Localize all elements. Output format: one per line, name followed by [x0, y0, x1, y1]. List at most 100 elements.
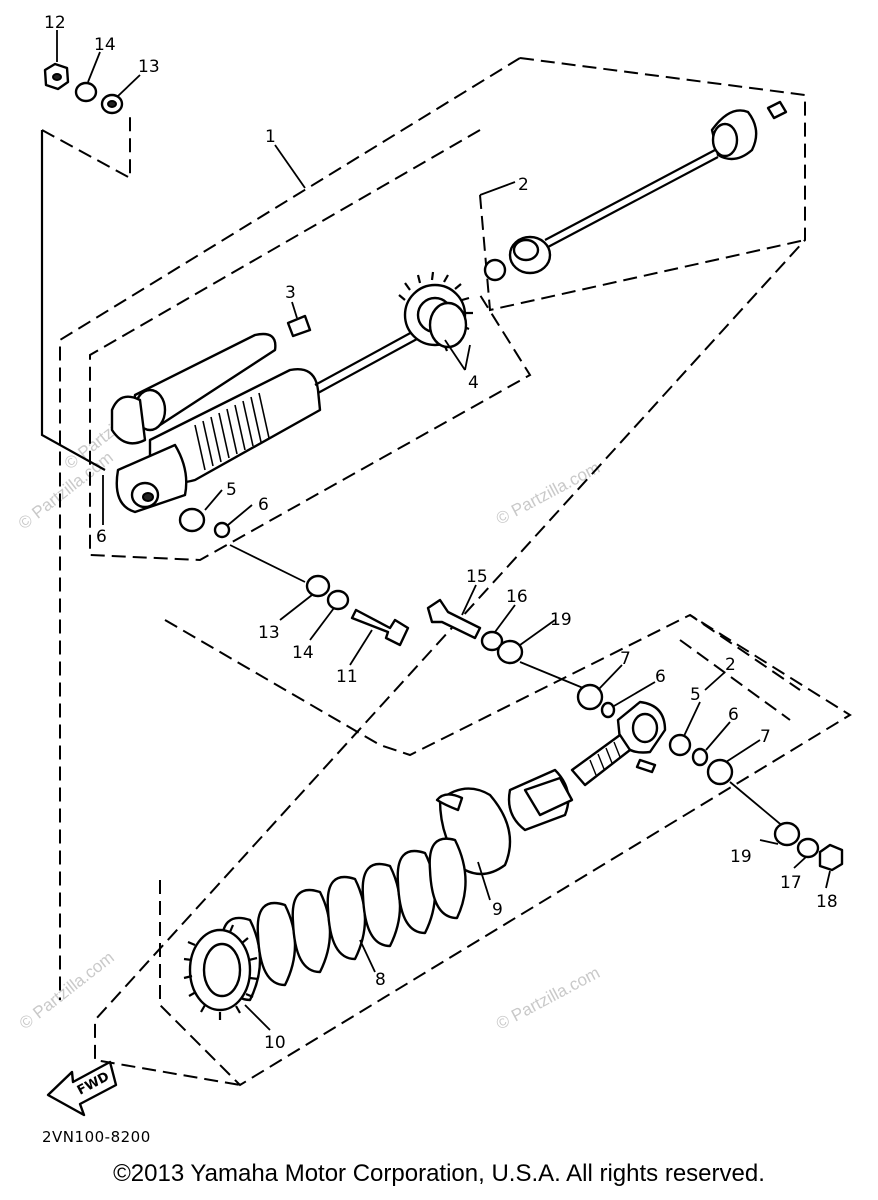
top-mount-hardware	[43, 62, 124, 115]
callout-5-lower: 5	[690, 685, 701, 705]
callout-8: 8	[375, 970, 386, 990]
rod-assembly-part-2	[483, 100, 788, 282]
outline-rod	[479, 194, 806, 312]
spacer-part-7b	[706, 758, 734, 786]
callout-6: 6	[258, 495, 269, 515]
washer-part-14	[74, 81, 98, 103]
callout-2-lower: 2	[725, 655, 736, 675]
bolt-part-3	[286, 314, 312, 338]
callout-13: 13	[138, 57, 160, 77]
leader-lines	[56, 30, 831, 1031]
outline-damper	[89, 129, 532, 562]
copyright-notice: ©2013 Yamaha Motor Corporation, U.S.A. A…	[113, 1160, 765, 1187]
coil-3	[291, 888, 332, 974]
coil-7	[428, 837, 467, 920]
callout-13-lower: 13	[258, 623, 280, 643]
watermark: © Partzilla.com	[493, 458, 603, 529]
fwd-arrow-shape	[46, 1060, 118, 1117]
lower-clevis-group	[570, 683, 844, 872]
fwd-arrow: FWD	[46, 1060, 118, 1117]
oring-part-6	[213, 521, 231, 539]
rod-seal-inner	[512, 238, 540, 262]
callout-19: 19	[550, 610, 572, 630]
callout-16: 16	[506, 587, 528, 607]
bolt-part-15	[426, 598, 482, 640]
ring-nut-part-4	[398, 271, 473, 352]
callout-9: 9	[492, 900, 503, 920]
outline-bolt-group	[164, 613, 801, 757]
callout-numbers: 12 14 13 1 2 3 4 5 6 6 13 14 11 15 16 19…	[44, 13, 838, 1053]
mount-link-line	[40, 130, 106, 471]
rod-edge	[547, 156, 719, 248]
lock-ring	[428, 301, 468, 349]
nut-hole	[52, 73, 62, 81]
outline-spacers	[679, 639, 791, 721]
ring-nut-10-teeth	[183, 924, 259, 1020]
outline-spring	[159, 614, 852, 1087]
callout-4: 4	[468, 373, 479, 393]
axis-line-2	[519, 661, 589, 691]
outline-main-left	[59, 57, 521, 1000]
callout-2: 2	[518, 175, 529, 195]
callout-10: 10	[264, 1033, 286, 1053]
ring-nut-10-inner	[202, 942, 242, 998]
washer-part-16	[480, 630, 504, 652]
watermark: © Partzilla.com	[16, 948, 118, 1034]
callout-19-lower: 19	[730, 847, 752, 867]
washer-part-14b	[326, 589, 350, 611]
collar-part-19	[496, 639, 524, 665]
callout-15: 15	[466, 567, 488, 587]
cylinder-threads	[194, 392, 270, 471]
clevis-bore	[631, 712, 659, 744]
callout-11: 11	[336, 667, 358, 687]
bolt-group	[305, 574, 589, 691]
collar-part-13b	[305, 574, 331, 598]
spring-seat-lip	[435, 793, 464, 812]
collar-hole	[107, 100, 117, 108]
assembly-outlines	[40, 57, 852, 1087]
outline-main-assembly	[94, 57, 806, 1086]
mount-link-dash	[41, 115, 131, 180]
coil-5	[361, 862, 402, 948]
callout-7: 7	[620, 649, 631, 669]
bushing-part-5	[178, 507, 206, 533]
drawing-code: 2VN100-8200	[42, 1128, 151, 1146]
rod	[544, 149, 716, 241]
callout-1: 1	[265, 127, 276, 147]
axis-line	[229, 544, 306, 583]
bushing-part-5b	[668, 733, 692, 757]
collar-part-19b	[773, 821, 801, 847]
piston-rod-edge	[317, 332, 429, 394]
callout-18: 18	[816, 892, 838, 912]
axis-line-3	[729, 781, 786, 829]
callout-7-lower: 7	[760, 727, 771, 747]
watermark: © Partzilla.com	[493, 963, 603, 1034]
callout-14: 14	[94, 35, 116, 55]
rod-pin	[766, 100, 788, 120]
callout-6-mid: 6	[655, 667, 666, 687]
callout-14-lower: 14	[292, 643, 314, 663]
damper-bushings	[178, 507, 306, 583]
bolt-part-11	[350, 608, 410, 647]
oring-part-6b	[600, 701, 616, 719]
bump-stop-face	[711, 122, 739, 158]
shaft-threads	[589, 741, 621, 776]
callout-6-left: 6	[96, 527, 107, 547]
callout-3: 3	[285, 283, 296, 303]
callout-12: 12	[44, 13, 66, 33]
rod-bushing	[483, 258, 507, 282]
damper-body	[110, 314, 429, 514]
coil-spring-part-8	[220, 837, 467, 1002]
seat-ring	[523, 776, 574, 817]
ring-nut-part-10	[183, 924, 259, 1020]
oring-part-6c	[691, 747, 709, 767]
callout-17: 17	[780, 873, 802, 893]
washer-part-17	[796, 837, 820, 859]
callout-5: 5	[226, 480, 237, 500]
piston-rod	[314, 324, 426, 386]
coil-4	[326, 875, 367, 961]
lower-eye-hole	[142, 492, 154, 502]
reservoir-hose	[110, 395, 147, 445]
pin	[635, 758, 657, 774]
